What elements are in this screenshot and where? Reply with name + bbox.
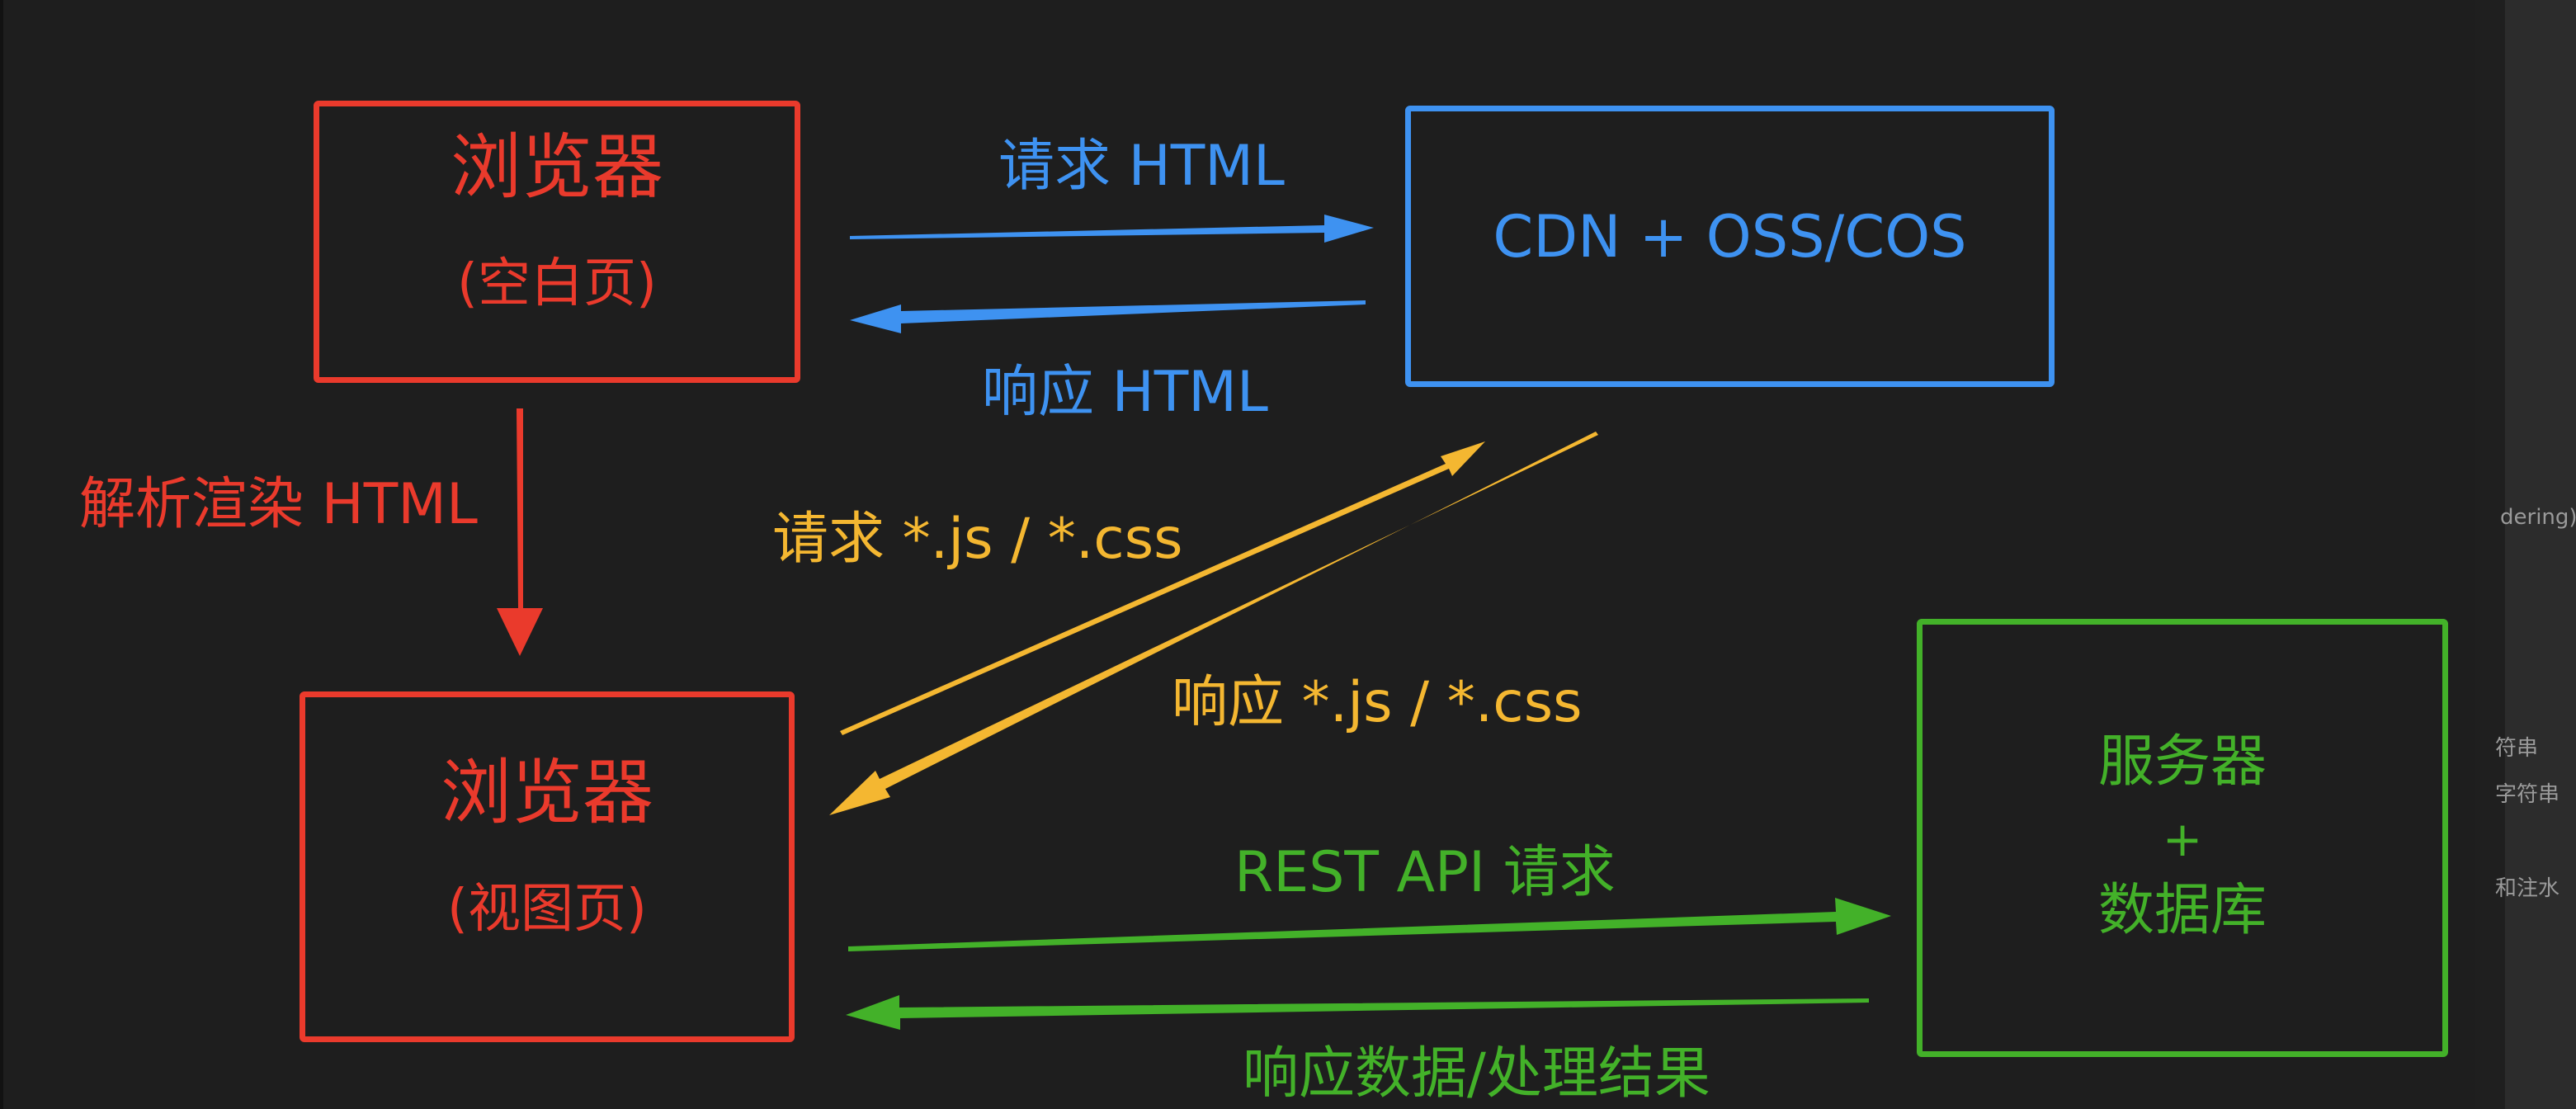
browser-blank-box bbox=[314, 101, 800, 383]
side-scrollbar[interactable] bbox=[2505, 0, 2576, 1109]
rest-request-label: REST API 请求 bbox=[1234, 840, 1616, 905]
side-text-1: dering) bbox=[2500, 505, 2576, 530]
parse-render-arrow bbox=[497, 408, 543, 656]
side-text-4: 和注水 bbox=[2495, 876, 2560, 901]
response-assets-arrow bbox=[829, 432, 1598, 815]
cdn-oss-title: CDN + OSS/COS bbox=[1493, 203, 1967, 271]
request-html-label: 请求 HTML bbox=[998, 134, 1285, 199]
server-database-box bbox=[1917, 619, 2448, 1057]
request-html-arrow bbox=[850, 215, 1374, 243]
side-text-3: 字符串 bbox=[2495, 782, 2560, 807]
response-html-label: 响应 HTML bbox=[982, 360, 1268, 425]
database-label: 数据库 bbox=[2097, 878, 2267, 943]
rest-request-arrow bbox=[848, 898, 1891, 951]
side-text-2: 符串 bbox=[2495, 736, 2539, 761]
response-data-arrow bbox=[846, 995, 1869, 1030]
browser-view-subtitle: (视图页) bbox=[447, 879, 647, 940]
response-data-label: 响应数据/处理结果 bbox=[1243, 1041, 1710, 1107]
request-assets-arrow bbox=[840, 441, 1485, 735]
request-assets-label: 请求 *.js / *.css bbox=[772, 507, 1183, 572]
plus-label: + bbox=[2162, 811, 2203, 867]
parse-render-label: 解析渲染 HTML bbox=[79, 472, 478, 537]
browser-blank-title: 浏览器 bbox=[451, 126, 663, 209]
response-assets-label: 响应 *.js / *.css bbox=[1172, 670, 1583, 735]
response-html-arrow bbox=[850, 300, 1366, 333]
cdn-oss-box bbox=[1405, 106, 2055, 387]
left-edge-strip bbox=[0, 0, 3, 1109]
browser-view-title: 浏览器 bbox=[441, 752, 653, 834]
browser-view-box bbox=[300, 691, 795, 1042]
server-label: 服务器 bbox=[2097, 729, 2267, 795]
browser-blank-subtitle: (空白页) bbox=[457, 253, 657, 314]
